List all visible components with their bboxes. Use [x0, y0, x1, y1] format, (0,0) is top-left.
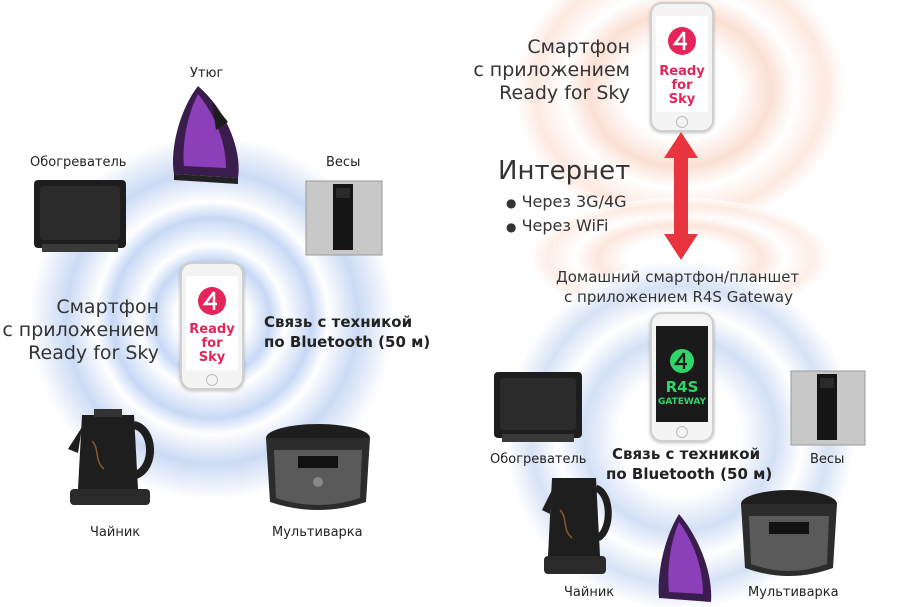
internet-bullet-1-text: Через 3G/4G [521, 192, 627, 211]
app-name-right-2: for [671, 78, 693, 93]
device-label-heater-right: Обогреватель [490, 452, 587, 467]
device-label-multicooker: Мультиварка [272, 525, 363, 540]
smartphone-remote: Ready for Sky [650, 2, 714, 132]
phone-caption-left-1: Смартфон [56, 296, 159, 318]
phone-caption-left-3: Ready for Sky [28, 342, 159, 364]
gateway-caption-2: с приложением R4S Gateway [564, 288, 793, 306]
app-name-left-2: for [201, 336, 223, 351]
iron-icon [658, 514, 712, 602]
device-label-heater: Обогреватель [30, 155, 127, 170]
multicooker-icon [741, 490, 837, 576]
scales-icon [305, 180, 383, 256]
app-name-right-3: Sky [668, 92, 696, 107]
gateway-app-name-1: R4S [665, 378, 699, 396]
app-name-right-1: Ready [659, 64, 705, 79]
internet-double-arrow-icon [664, 132, 698, 260]
smartphone-gateway: R4S GATEWAY [650, 312, 714, 442]
device-label-multicooker-right: Мультиварка [748, 585, 839, 600]
bluetooth-caption-left-2: по Bluetooth (50 м) [264, 333, 431, 351]
device-label-iron: Утюг [190, 66, 224, 81]
r4s-gateway-logo-icon [670, 349, 694, 373]
bluetooth-caption-right-1: Связь с техникой [612, 445, 761, 463]
gateway-app-name-2: GATEWAY [657, 397, 707, 407]
bluetooth-caption-left-1: Связь с техникой [264, 313, 413, 331]
heater-icon [494, 372, 582, 442]
device-label-scales-right: Весы [810, 452, 845, 467]
phone-caption-right-1: Смартфон [527, 36, 630, 58]
smartphone-left: Ready for Sky [180, 262, 244, 390]
kettle-icon [68, 409, 154, 505]
internet-bullet-2: ● Через WiFi [506, 216, 608, 235]
gateway-caption-1: Домашний смартфон/планшет [556, 268, 800, 286]
phone-caption-right-3: Ready for Sky [499, 82, 630, 104]
phone-caption-left-2: с приложением [2, 319, 159, 341]
kettle-icon [542, 478, 612, 574]
device-label-scales: Весы [326, 155, 361, 170]
bullet-dot-icon: ● [506, 220, 517, 234]
app-name-left-3: Sky [198, 350, 226, 365]
home-button [206, 374, 218, 386]
home-button [676, 426, 688, 438]
ready-for-sky-logo-icon [668, 27, 696, 55]
iron-icon [173, 86, 239, 184]
ready-for-sky-logo-icon [198, 287, 226, 315]
multicooker-icon [266, 424, 370, 510]
bullet-dot-icon: ● [506, 196, 517, 210]
internet-title: Интернет [498, 156, 631, 186]
device-label-kettle-right: Чайник [564, 585, 615, 600]
device-label-kettle: Чайник [90, 525, 141, 540]
internet-bullet-1: ● Через 3G/4G [506, 192, 627, 211]
scales-icon [790, 370, 866, 446]
bluetooth-caption-right-2: по Bluetooth (50 м) [606, 465, 773, 483]
app-name-left-1: Ready [189, 322, 235, 337]
phone-caption-right-2: с приложением [473, 59, 630, 81]
home-button [676, 116, 688, 128]
heater-icon [34, 180, 126, 252]
internet-bullet-2-text: Через WiFi [521, 216, 609, 235]
